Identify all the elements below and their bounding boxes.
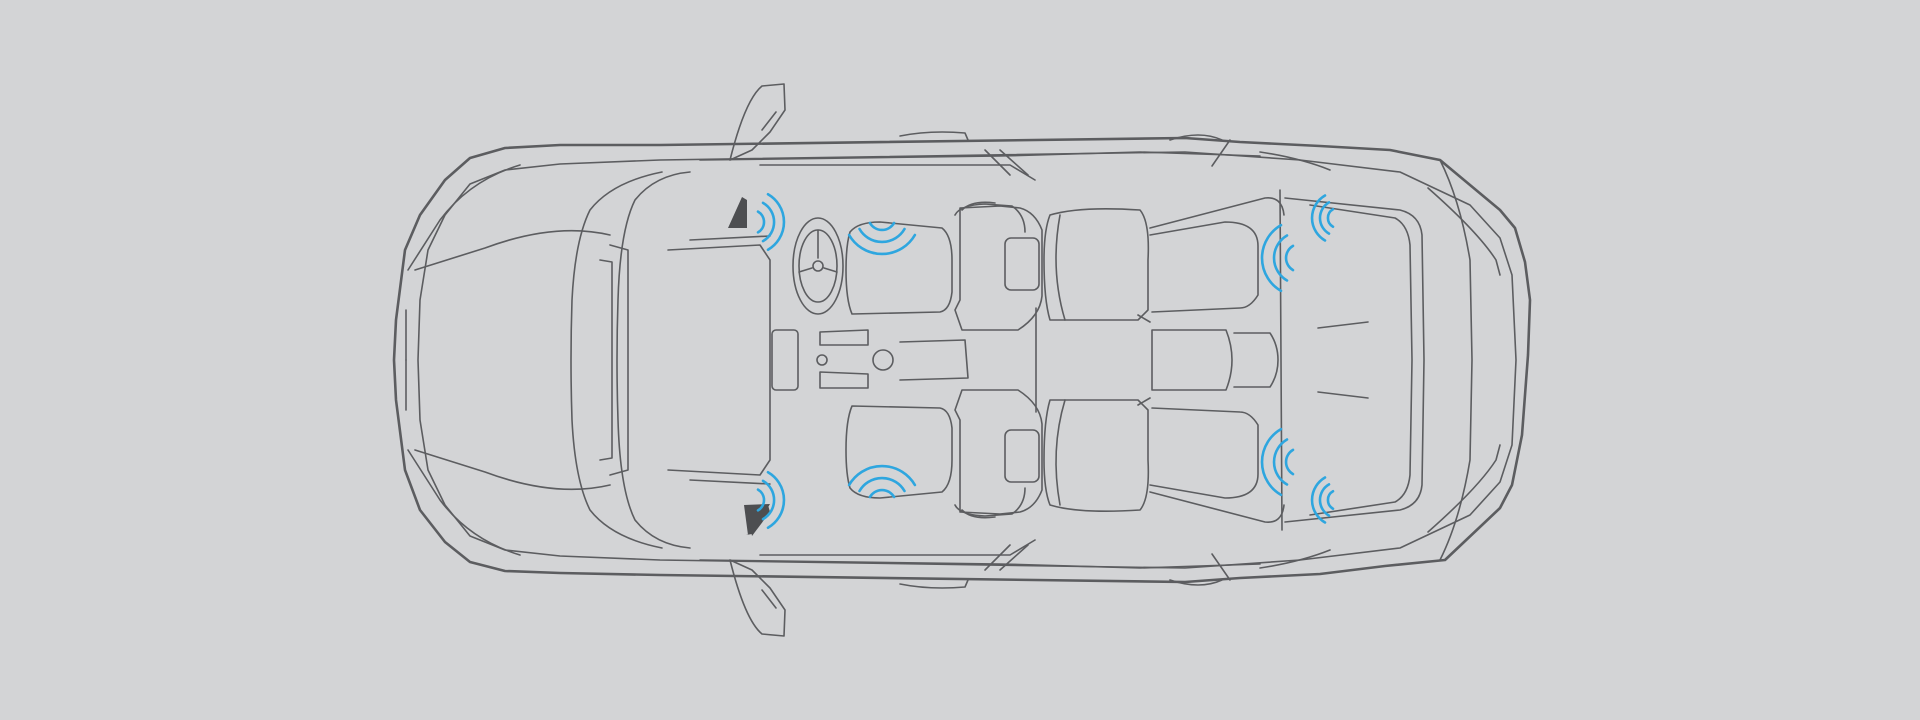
left-side-mirror [729,83,786,161]
car-body-outline [392,136,1532,584]
sound-wave-arc [1310,476,1327,524]
right-side-mirror [729,559,786,637]
sound-wave-arc [1310,194,1327,242]
passenger-seat [845,389,1043,519]
front-left-tweeter-speaker-icon [756,193,786,251]
front-left-door-speaker-icon [847,221,917,256]
sound-wave-arc [1260,427,1283,497]
rear-right-door-speaker-icon [1260,427,1295,497]
rear-seat-center [1151,329,1279,391]
sound-wave-arc [868,488,896,499]
rear-window-and-trunk [1284,159,1473,561]
sound-wave-arc [1260,223,1283,293]
roof-and-door-lines [699,131,1331,589]
rear-left-door-speaker-icon [1260,223,1295,293]
rear-seat-right [1043,397,1285,523]
sound-wave-arc [1326,490,1335,510]
front-right-tweeter-speaker-icon [756,471,786,529]
sound-wave-arc [1272,438,1289,486]
windshield [570,171,691,549]
front-headrests [954,203,1037,517]
sound-wave-arc [847,233,917,256]
sound-wave-arc [858,227,906,244]
sound-wave-arc [1272,234,1289,282]
sound-wave-arc [761,479,776,521]
front-left-tweeter-icon [728,197,747,228]
speaker-waves [756,193,1335,529]
dashboard [667,235,799,485]
sound-wave-arc [858,476,906,493]
sound-wave-arc [868,221,896,232]
sound-wave-arc [1284,244,1295,272]
sound-wave-arc [847,464,917,487]
rear-seat-left [1043,197,1285,323]
sound-wave-arc [766,471,786,529]
sound-wave-arc [756,488,766,512]
rear-right-pillar-speaker-icon [1310,476,1335,524]
rear-left-pillar-speaker-icon [1310,194,1335,242]
sound-wave-arc [1326,208,1335,228]
sound-wave-arc [766,193,786,251]
steering-wheel [792,217,844,315]
front-right-door-speaker-icon [847,464,917,499]
sound-wave-arc [756,210,766,234]
sound-wave-arc [1318,483,1331,517]
center-console [816,329,969,389]
sound-wave-arc [761,201,776,243]
hood [405,164,611,556]
sound-wave-arc [1318,201,1331,235]
sound-wave-arc [1284,448,1295,476]
